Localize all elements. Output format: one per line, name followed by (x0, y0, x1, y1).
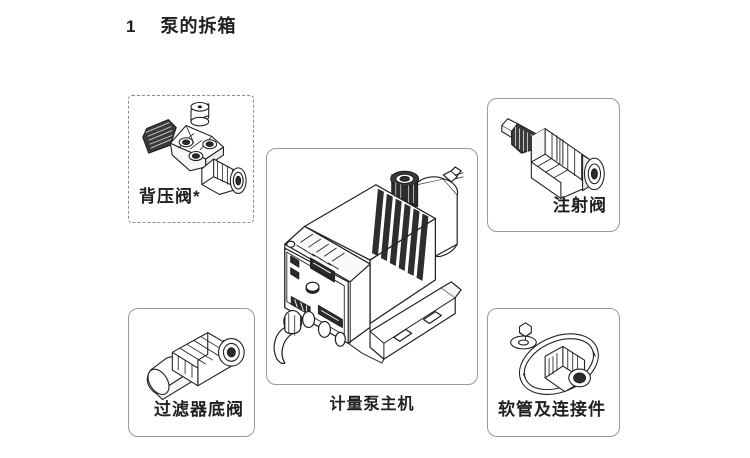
metering-pump-illustration (273, 166, 464, 365)
part-box-back-pressure-valve: 背压阀* (128, 95, 254, 223)
part-label-injection-valve: 注射阀 (553, 196, 607, 215)
part-box-hose-and-connectors: 软管及连接件 (487, 308, 620, 437)
part-box-injection-valve: 注射阀 (487, 98, 620, 232)
part-box-filter-foot-valve: 过滤器底阀 (128, 308, 255, 437)
part-label-metering-pump: 计量泵主机 (329, 396, 415, 413)
part-label-hose-and-connectors: 软管及连接件 (498, 400, 606, 419)
part-label-filter-foot-valve: 过滤器底阀 (154, 400, 244, 419)
page-title: 1 泵的拆箱 (126, 12, 236, 38)
part-label-back-pressure-valve: 背压阀* (139, 187, 201, 206)
section-title: 泵的拆箱 (160, 16, 237, 36)
section-number: 1 (126, 17, 136, 36)
part-box-metering-pump (266, 148, 478, 385)
